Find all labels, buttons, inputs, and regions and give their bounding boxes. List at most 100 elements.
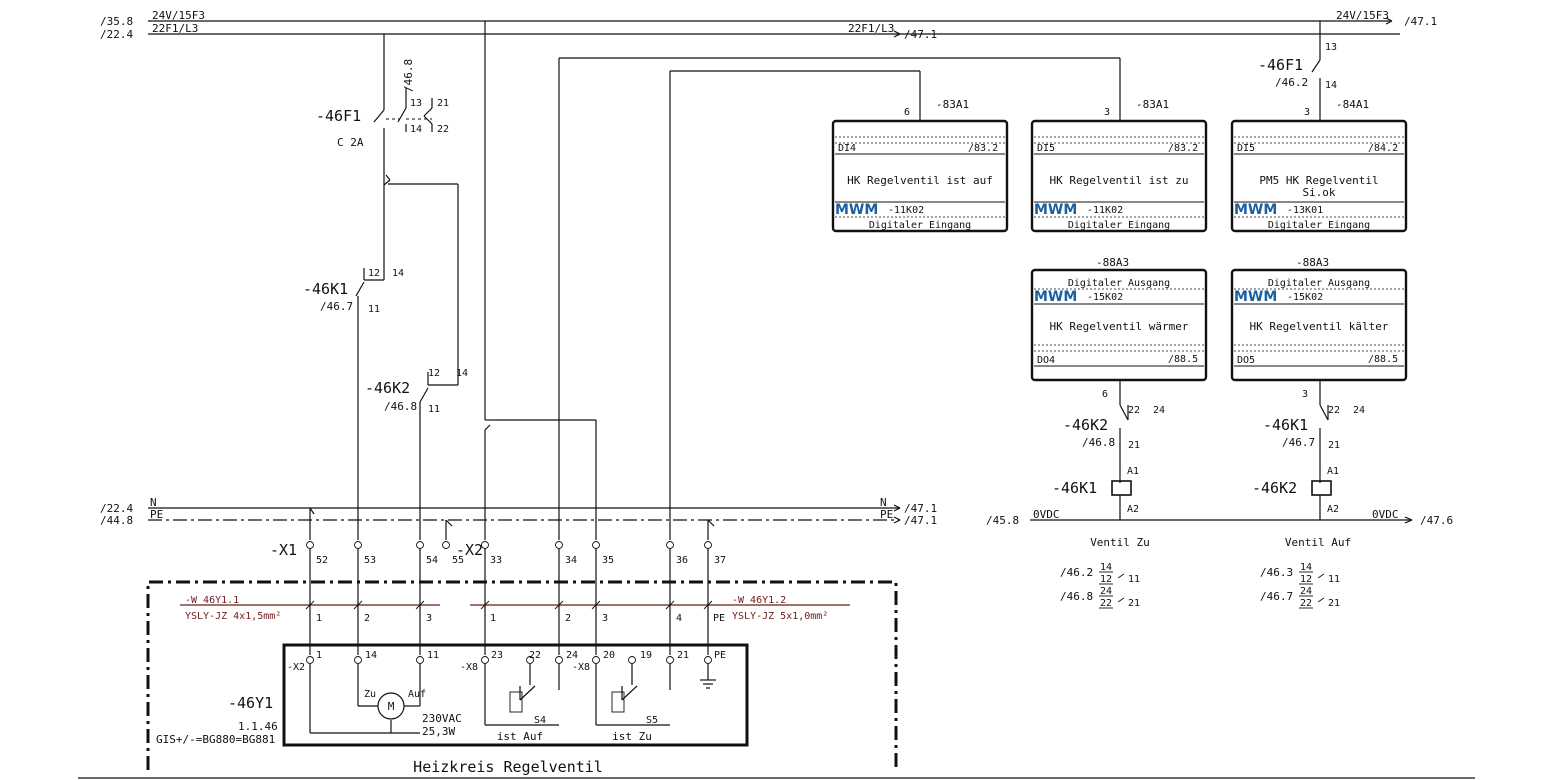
k1-left-tag: -46K1 bbox=[303, 280, 348, 298]
input-box-3: 3 -84A1 DI5 /84.2 PM5 HK Regelventil Si.… bbox=[1230, 98, 1408, 233]
device-x8-pin-24: 24 bbox=[566, 650, 578, 661]
ovdc-name-right: 0VDC bbox=[1372, 508, 1399, 521]
location-border bbox=[146, 580, 898, 770]
input-3-pin: 3 bbox=[1304, 107, 1310, 118]
cable-1-core-3: 3 bbox=[426, 613, 432, 624]
input-3-text: PM5 HK Regelventil bbox=[1259, 174, 1378, 187]
input-2-channel: DI5 bbox=[1037, 143, 1055, 154]
output-1-channel: DO4 bbox=[1037, 355, 1055, 366]
relay-contact-k1-right: -46K1 /46.7 22 24 21 bbox=[1263, 404, 1365, 483]
n-name-right: N bbox=[880, 496, 887, 509]
ovdc-ref-left: /45.8 bbox=[986, 514, 1019, 527]
x2-pin-37: 37 bbox=[714, 555, 726, 566]
device-location: GIS+/-=BG880=BG881 bbox=[156, 733, 275, 746]
xref-k1-2-nc: 22 bbox=[1100, 598, 1112, 609]
supply-rails: /35.8 /22.4 24V/15F3 22F1/L3 22F1/L3 /47… bbox=[100, 9, 1437, 41]
device-x8-tag-b: -X8 bbox=[572, 662, 590, 673]
xref-k2-1-com: 11 bbox=[1328, 574, 1340, 585]
fuse-24v-pin-14: 14 bbox=[1325, 80, 1337, 91]
xref-k1-2-ref: /46.8 bbox=[1060, 590, 1093, 603]
input-3-channel: DI5 bbox=[1237, 143, 1255, 154]
k2-left-pin-14: 14 bbox=[456, 368, 468, 379]
page-title: Heizkreis Regelventil bbox=[413, 758, 603, 776]
output-2-channel: DO5 bbox=[1237, 355, 1255, 366]
xref-k2-2-ref: /46.7 bbox=[1260, 590, 1293, 603]
main-fuse-contact-14: 14 bbox=[410, 124, 422, 135]
coil-k2-a1: A1 bbox=[1327, 466, 1339, 477]
device-number: 1.1.46 bbox=[238, 720, 278, 733]
x1-tag: -X1 bbox=[270, 541, 297, 559]
input-2-brand: MWM bbox=[1034, 202, 1077, 218]
output-2-pin: 3 bbox=[1302, 389, 1308, 400]
signal-wires bbox=[484, 21, 1321, 540]
device-tag: -46Y1 bbox=[228, 694, 273, 712]
input-3-brand: MWM bbox=[1234, 202, 1277, 218]
k2-left-pin-12: 12 bbox=[428, 368, 440, 379]
input-2-tag: -83A1 bbox=[1136, 98, 1169, 111]
coil-k1-a1: A1 bbox=[1127, 466, 1139, 477]
cable-1: -W 46Y1.1 YSLY-JZ 4x1,5mm² 1 2 3 bbox=[180, 595, 440, 624]
input-box-1: 6 -83A1 DI4 /83.2 HK Regelventil ist auf… bbox=[831, 98, 1009, 233]
k1-left-pin-14: 14 bbox=[392, 268, 404, 279]
ovdc-name-left: 0VDC bbox=[1033, 508, 1060, 521]
input-1-type: Digitaler Eingang bbox=[869, 220, 971, 231]
input-1-brand: MWM bbox=[835, 202, 878, 218]
switch-s4-text: ist Auf bbox=[497, 730, 543, 743]
x2-pin-36: 36 bbox=[676, 555, 688, 566]
xref-k1-1-nc: 12 bbox=[1100, 574, 1112, 585]
coil-k1-label: Ventil Zu bbox=[1090, 536, 1150, 549]
input-1-ref: /83.2 bbox=[968, 143, 998, 154]
device-x2-pin-1: 1 bbox=[316, 650, 322, 661]
main-fuse-contact-21: 21 bbox=[437, 98, 449, 109]
switch-s5-label: S5 bbox=[646, 715, 658, 726]
switch-s4-label: S4 bbox=[534, 715, 546, 726]
xref-k2-1-ref: /46.3 bbox=[1260, 566, 1293, 579]
main-fuse-contact-22: 22 bbox=[437, 124, 449, 135]
input-1-text: HK Regelventil ist auf bbox=[847, 174, 993, 187]
pe-name-left: PE bbox=[150, 508, 163, 521]
rail-l2-ref-right: /47.1 bbox=[904, 28, 937, 41]
coil-k2-tag: -46K2 bbox=[1252, 479, 1297, 497]
pe-name-right: PE bbox=[880, 508, 893, 521]
output-1-pin: 6 bbox=[1102, 389, 1108, 400]
coil-k2-a2: A2 bbox=[1327, 504, 1339, 515]
cable-1-tag: -W 46Y1.1 bbox=[185, 595, 239, 606]
output-2-brand: MWM bbox=[1234, 289, 1277, 305]
k2-right-pin-21: 21 bbox=[1128, 440, 1140, 451]
coil-k1: -46K1 A1 A2 Ventil Zu bbox=[1052, 466, 1150, 549]
device-x8-tag-a: -X8 bbox=[460, 662, 478, 673]
device-x8-pin-23: 23 bbox=[491, 650, 503, 661]
relay-contact-k2-left: -46K2 /46.8 12 14 11 bbox=[365, 368, 468, 540]
k1-left-ref: /46.7 bbox=[320, 300, 353, 313]
input-3-type: Digitaler Eingang bbox=[1268, 220, 1370, 231]
x1-pin-55: 55 bbox=[452, 555, 464, 566]
k1-left-pin-11: 11 bbox=[368, 304, 380, 315]
coil-k1-tag: -46K1 bbox=[1052, 479, 1097, 497]
rail-l2-name: 22F1/L3 bbox=[152, 22, 198, 35]
ovdc-ref-right: /47.6 bbox=[1420, 514, 1453, 527]
input-2-text: HK Regelventil ist zu bbox=[1049, 174, 1188, 187]
coil-xref-k2: /46.3 14 12 11 /46.7 24 22 21 bbox=[1260, 562, 1340, 609]
input-2-ref: /83.2 bbox=[1168, 143, 1198, 154]
n-ref-right: /47.1 bbox=[904, 502, 937, 515]
rail-l2-name-right: 22F1/L3 bbox=[848, 22, 894, 35]
xref-k2-2-nc: 22 bbox=[1300, 598, 1312, 609]
x2-pin-33: 33 bbox=[490, 555, 502, 566]
motor-symbol bbox=[377, 692, 405, 720]
footer: Heizkreis Regelventil bbox=[78, 758, 1475, 779]
motor-power: 25,3W bbox=[422, 725, 455, 738]
terminal-strip: -X1 -X2 52 53 54 55 33 34 35 36 37 bbox=[270, 541, 726, 655]
main-fuse-tag: -46F1 bbox=[316, 107, 361, 125]
input-2-type: Digitaler Eingang bbox=[1068, 220, 1170, 231]
k1-left-pin-12: 12 bbox=[368, 268, 380, 279]
device-x2-tag: -X2 bbox=[287, 662, 305, 673]
device-x8-pin-19: 19 bbox=[640, 650, 652, 661]
fuse-24v-ref: /46.2 bbox=[1275, 76, 1308, 89]
relay-contact-k1-left: -46K1 /46.7 12 14 11 bbox=[303, 185, 404, 540]
rail-l1-name: 24V/15F3 bbox=[152, 9, 205, 22]
input-3-text2: Si.ok bbox=[1302, 186, 1335, 199]
cable-2-type: YSLY-JZ 5x1,0mm² bbox=[732, 611, 828, 622]
fuse-24v-tag: -46F1 bbox=[1258, 56, 1303, 74]
coil-k1-a2: A2 bbox=[1127, 504, 1139, 515]
